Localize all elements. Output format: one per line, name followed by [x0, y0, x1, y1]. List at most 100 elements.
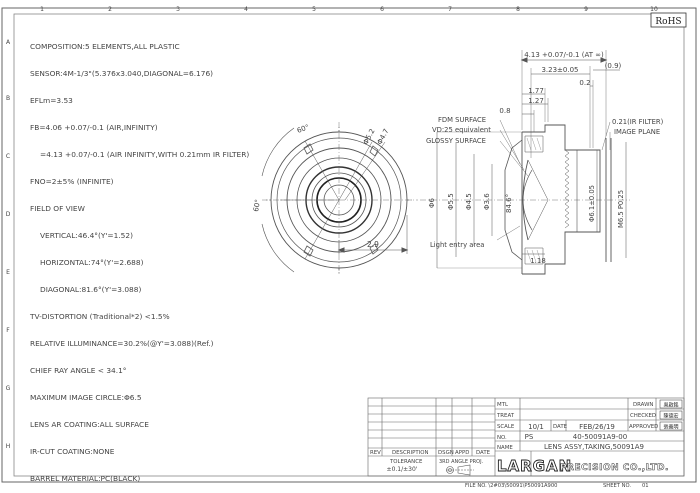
front-dia-inner: Φ5.2	[362, 127, 377, 145]
tb-label-mtl: MTL	[497, 402, 508, 408]
tb-part-no: 40-50091A9-00	[573, 433, 627, 441]
col-label: 4	[244, 6, 248, 13]
col-label: 7	[448, 6, 452, 13]
tb-name-value: LENS ASSY,TAKING,50091A9	[544, 443, 644, 451]
dim-dia-55: Φ5.5	[447, 193, 455, 210]
tb-label-date: DATE	[553, 424, 568, 430]
spec-line: LENS AR COATING:ALL SURFACE	[30, 420, 149, 429]
dim-len-g: 1.18	[530, 257, 546, 265]
row-label: B	[6, 95, 10, 102]
col-label: 9	[584, 6, 588, 13]
tb-label-dsgn: DSGN	[438, 450, 454, 456]
tb-label-scale: SCALE	[497, 424, 515, 430]
dim-dia-61: Φ6.1±0.05	[588, 185, 596, 222]
tb-ps: PS	[525, 433, 534, 441]
tb-label-proj: 3RD ANGLE PROJ.	[439, 459, 484, 465]
note-fdm: FDM SURFACE	[438, 116, 486, 124]
front-view	[261, 122, 418, 276]
front-angle-top: 60°	[296, 123, 310, 135]
tb-label-rev: REV	[370, 450, 381, 456]
column-labels: 1 2 3 4 5 6 7 8 9 10	[40, 6, 658, 13]
tb-label-approved: APPROVED	[629, 424, 658, 430]
spec-line: BARREL MATERIAL:PC(BLACK)	[30, 474, 141, 483]
front-angle-left: 60°	[252, 199, 262, 213]
row-label: A	[6, 39, 11, 46]
dim-len-c: (0.9)	[605, 62, 622, 70]
tb-date-value: FEB/26/19	[579, 423, 615, 431]
dim-fov: 84.6°	[505, 194, 513, 213]
spec-line: EFLm=3.53	[30, 96, 73, 105]
note-vd: VD:25 equivalent	[432, 126, 491, 134]
rohs-badge	[650, 12, 687, 28]
dim-len-d: 1.77	[528, 87, 544, 95]
front-dia-outer: Φ4.7	[376, 127, 391, 145]
spec-line: FIELD OF VIEW	[30, 204, 85, 213]
spec-line: MAXIMUM IMAGE CIRCLE:Φ6.5	[30, 393, 142, 402]
tb-label-checked: CHECKED	[630, 413, 656, 419]
dim-dia-36: Φ3.6	[483, 193, 491, 210]
section-view	[420, 50, 630, 275]
row-label: C	[6, 153, 10, 160]
tb-label-date2: DATE	[476, 450, 491, 456]
col-label: 10	[650, 6, 658, 13]
spec-line: DIAGONAL:81.6°(Y'=3.088)	[40, 285, 142, 294]
spec-line: IR-CUT COATING:NONE	[30, 447, 115, 456]
projection-symbol-icon	[446, 464, 474, 476]
spec-line: CHIEF RAY ANGLE < 34.1°	[30, 366, 127, 375]
row-label: E	[6, 269, 10, 276]
spec-line: SENSOR:4M-1/3"(5.376x3.040,DIAGONAL=6.17…	[30, 69, 214, 78]
tb-label-tolerance: TOLERANCE	[389, 459, 423, 465]
tb-label-treat: TREAT	[496, 413, 515, 419]
spec-list: COMPOSITION:5 ELEMENTS,ALL PLASTIC SENSO…	[30, 24, 249, 492]
spec-line: RELATIVE ILLUMINANCE=30.2%(@Y'=3.088)(Re…	[30, 339, 214, 348]
company-name: PRECISION CO.,LTD.	[560, 463, 669, 473]
outer-border	[1, 7, 697, 483]
col-label: 5	[312, 6, 316, 13]
dim-thread: M6.5 P0.25	[617, 190, 625, 228]
company-logo: LARGAN	[497, 457, 572, 475]
spec-line: HORIZONTAL:74°(Y'=2.688)	[40, 258, 144, 267]
row-labels: A B C D E F G H	[6, 39, 11, 450]
sheet-no-value: 01	[642, 483, 649, 489]
row-label: D	[6, 211, 11, 218]
tb-label-drawn: DRAWN	[633, 402, 653, 408]
approval-stamps: 吳啟銘 陳德宏 張義明	[659, 399, 683, 431]
dim-len-b: 0.2	[579, 79, 590, 87]
col-label: 6	[380, 6, 384, 13]
inner-border	[13, 13, 685, 477]
stamp-approved: 張義明	[663, 424, 678, 431]
front-width: 2.9	[367, 240, 379, 249]
tb-tolerance-value: ±0.1/±30'	[387, 466, 418, 473]
dim-dia-45: Φ4.5	[465, 193, 473, 210]
col-label: 2	[108, 6, 112, 13]
dim-len-a: 3.23±0.05	[541, 66, 578, 74]
tb-scale-value: 10/1	[528, 423, 544, 431]
file-no: FILE NO. \2#03\50091\P50091A900	[465, 483, 557, 489]
stamp-drawn: 吳啟銘	[663, 402, 678, 409]
spec-line: COMPOSITION:5 ELEMENTS,ALL PLASTIC	[30, 42, 180, 51]
sheet-no-label: SHEET NO.	[603, 483, 631, 489]
row-label: H	[6, 443, 11, 450]
note-glossy: GLOSSY SURFACE	[426, 137, 486, 145]
dim-len-e: 1.27	[528, 97, 544, 105]
note-light-entry: Light entry area	[430, 241, 484, 249]
spec-line: FB=4.06 +0.07/-0.1 (AIR,INFINITY)	[30, 123, 158, 132]
tb-label-name: NAME	[497, 445, 513, 451]
dim-dia-6: Φ6	[428, 197, 436, 208]
stamp-checked: 陳德宏	[663, 413, 678, 420]
tb-label-appd: APPD	[455, 450, 469, 456]
row-label: G	[6, 385, 11, 392]
dim-total-length: 4.13 +0.07/-0.1 (AT ∞)	[524, 51, 604, 59]
note-image-plane: IMAGE PLANE	[614, 128, 660, 136]
col-label: 3	[176, 6, 180, 13]
title-block	[367, 397, 685, 477]
spec-line: VERTICAL:46.4°(Y'=1.52)	[40, 231, 133, 240]
col-label: 8	[516, 6, 520, 13]
spec-line: FNO=2±5% (INFINITE)	[30, 177, 114, 186]
rohs-text: RoHS	[655, 17, 681, 27]
row-label: F	[6, 327, 10, 334]
dim-len-f: 0.8	[499, 107, 510, 115]
spec-line: TV-DISTORTION (Traditional*2) <1.5%	[30, 312, 170, 321]
col-label: 1	[40, 6, 44, 13]
